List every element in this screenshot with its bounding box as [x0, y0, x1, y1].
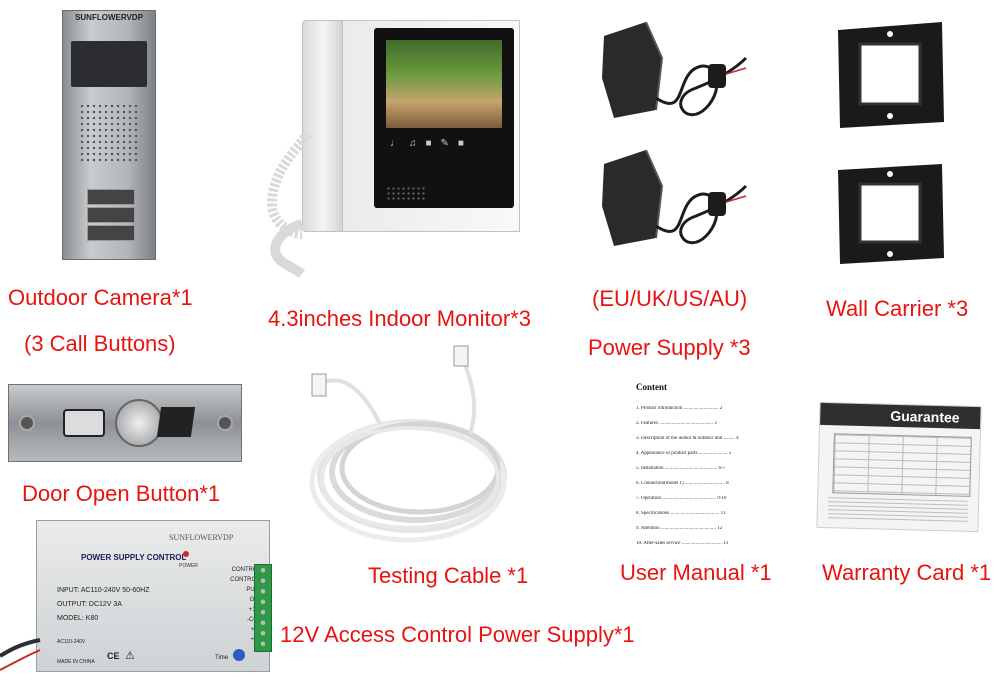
power-supply-label: Power Supply *3 — [588, 335, 751, 360]
outdoor-camera-label: Outdoor Camera*1 — [8, 285, 193, 310]
access-control-psu-image: SUNFLOWERVDP POWER SUPPLY CONTROL POWER … — [36, 520, 270, 672]
manual-toc-line: 5. Installation ........................… — [636, 466, 726, 471]
indoor-monitor-label: 4.3inches Indoor Monitor*3 — [268, 306, 531, 331]
monitor-speaker — [386, 186, 426, 200]
access-control-ps-label: 12V Access Control Power Supply*1 — [280, 622, 635, 647]
hand-icon — [63, 409, 105, 437]
psu-model: MODEL: K80 — [57, 615, 99, 622]
warning-triangle-icon: ⚠ — [125, 650, 135, 662]
time-dial-icon — [233, 649, 245, 661]
psu-title: POWER SUPPLY CONTROL — [81, 553, 187, 562]
user-manual-label: User Manual *1 — [620, 560, 772, 585]
camera-speaker-grille — [79, 103, 139, 163]
terminal-label: CONTROL- — [231, 567, 263, 573]
manual-toc-line: 1. Product introduction ................… — [636, 406, 723, 411]
manual-toc-line: 9. Attention ...........................… — [636, 526, 723, 531]
psu-input: INPUT: AC110-240V 50-60HZ — [57, 587, 150, 594]
psu-output: OUTPUT: DC12V 3A — [57, 601, 122, 608]
warranty-form-grid — [832, 433, 972, 497]
psu-brand: SUNFLOWERVDP — [169, 533, 234, 542]
screw-left-icon — [19, 415, 35, 431]
warranty-heading: Guarantee — [890, 407, 960, 426]
terminal-block — [254, 564, 272, 652]
call-buttons-label: (3 Call Buttons) — [24, 331, 176, 356]
wall-carrier-1-image — [838, 22, 944, 128]
monitor-handset — [302, 20, 344, 232]
warranty-card-image: Guarantee — [816, 401, 982, 533]
testing-cable-label: Testing Cable *1 — [368, 563, 529, 588]
door-open-button-label: Door Open Button*1 — [22, 481, 221, 506]
manual-toc-line: 3. Description of the indoor & outdoor u… — [636, 436, 739, 441]
psu-power-cord — [0, 638, 41, 671]
manual-toc-line: 6. Connection(model 1) .................… — [636, 481, 729, 486]
wall-carrier-label: Wall Carrier *3 — [826, 296, 969, 321]
psu-time-label: Time — [215, 655, 229, 661]
manual-toc-line: 4. Appearance of product parts .........… — [636, 451, 732, 456]
warranty-header-bar: Guarantee — [820, 402, 981, 430]
camera-lens-window — [71, 41, 147, 87]
wall-carrier-2-image — [838, 164, 944, 264]
manual-toc-line: 7. Operation ...........................… — [636, 496, 727, 501]
power-adapter-1-image — [602, 21, 748, 118]
monitor-screen-picture — [386, 40, 502, 128]
manual-toc: 1. Product introduction ................… — [636, 406, 772, 556]
power-adapter-2-image — [602, 149, 748, 246]
call-button-3 — [87, 225, 135, 241]
handset-coil-cord — [266, 130, 312, 279]
indoor-monitor-image: ♩♫■✎■ — [262, 14, 520, 280]
plug-types-label: (EU/UK/US/AU) — [592, 286, 748, 311]
psu-power-led-label: POWER — [179, 563, 198, 569]
push-button — [115, 399, 163, 447]
call-button-1 — [87, 189, 135, 205]
manual-heading: Content — [636, 382, 667, 392]
door-open-button-image — [8, 384, 242, 462]
manual-toc-line: 2. Features ............................… — [636, 421, 717, 426]
warranty-fine-print — [827, 497, 969, 523]
testing-cable-image — [309, 345, 507, 543]
manual-toc-line: 8. Specifications ......................… — [636, 511, 726, 516]
manual-toc-line: 10. After-sales service ................… — [636, 541, 728, 546]
terminal-label: CONTROL+ — [230, 577, 263, 583]
door-icon — [156, 407, 196, 437]
psu-made-in: MADE IN CHINA — [57, 659, 95, 665]
monitor-touch-icons: ♩♫■✎■ — [390, 138, 473, 149]
psu-ac-label: AC110-240V — [57, 639, 86, 645]
user-manual-image: Content 1. Product introduction ........… — [622, 380, 772, 550]
call-button-2 — [87, 207, 135, 223]
ce-mark-icon: CE — [107, 651, 120, 661]
warranty-card-label: Warranty Card *1 — [822, 560, 992, 585]
screw-right-icon — [217, 415, 233, 431]
camera-brand: SUNFLOWERVDP — [75, 13, 143, 22]
power-led-icon — [183, 551, 189, 557]
outdoor-camera-image: SUNFLOWERVDP — [62, 10, 156, 260]
